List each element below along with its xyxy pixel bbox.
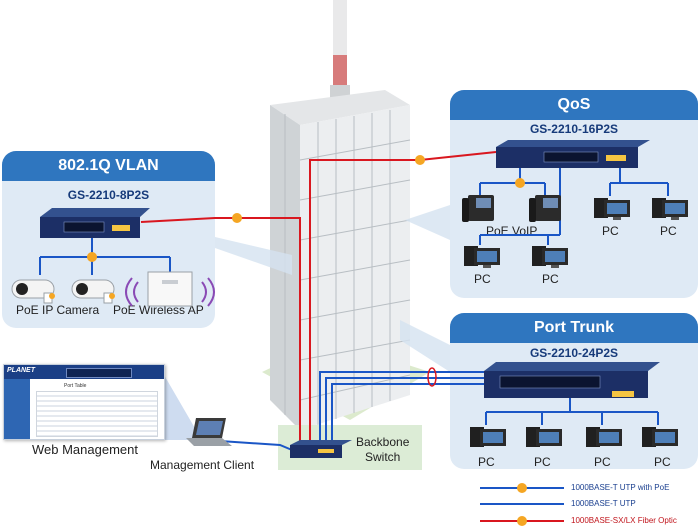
- management-client-label: Management Client: [150, 458, 255, 472]
- wireless-ap-icon: [125, 271, 215, 307]
- vlan-switch-model: GS-2210-8P2S: [67, 188, 150, 202]
- poe-badge: [87, 252, 97, 262]
- trunk-bundle-marker: [427, 367, 437, 387]
- tower-windows: [284, 110, 411, 425]
- trunk-switch-model: GS-2210-24P2S: [529, 346, 619, 360]
- poe-ip-camera-label: PoE IP Camera: [16, 303, 100, 317]
- antenna-tip: [333, 0, 347, 55]
- pc-icon: [526, 427, 562, 447]
- poe-badge: [515, 178, 525, 188]
- fiber-link-qos: [309, 151, 497, 445]
- fiber-link-vlan: [140, 217, 301, 445]
- qos-poe-links: [479, 168, 546, 195]
- web-glow: [160, 368, 196, 440]
- tower-right-face: [300, 105, 410, 430]
- planet-logo: PLANET: [7, 367, 35, 374]
- utp-trunk-link-3: [331, 383, 484, 445]
- backbone-label-line1: Backbone: [356, 435, 410, 449]
- backbone-label-line2: Switch: [365, 450, 401, 464]
- qos-switch: [496, 140, 650, 168]
- trunk-utp-links: [485, 398, 659, 425]
- poe-ip-camera-icon: [11, 279, 55, 304]
- backbone-switch: [290, 440, 352, 458]
- pc-icon: [532, 246, 568, 268]
- legend-label-utp-poe: 1000BASE-T UTP with PoE: [571, 483, 670, 492]
- pc-label: PC: [602, 224, 619, 238]
- legend-label-utp: 1000BASE-T UTP: [571, 499, 636, 508]
- web-switch-panel: [66, 368, 132, 378]
- voip-phone-icon: [529, 195, 561, 222]
- qos-panel-title: QoS: [450, 90, 698, 120]
- pc-icon: [642, 427, 678, 447]
- qos-utp-links-top: [609, 168, 669, 196]
- vlan-switch: [40, 208, 150, 238]
- laptop-icon: [186, 418, 232, 446]
- utp-trunk-link-2: [325, 377, 484, 445]
- trunk-panel-title: Port Trunk: [450, 313, 698, 343]
- utp-link-management: [219, 440, 293, 451]
- trunk-glow: [400, 320, 450, 372]
- pc-label: PC: [478, 455, 495, 469]
- pc-label: PC: [534, 455, 551, 469]
- pc-label: PC: [594, 455, 611, 469]
- vlan-glow: [215, 237, 292, 275]
- fiber-badge: [232, 213, 242, 223]
- fiber-badge: [415, 155, 425, 165]
- legend-line-utp: [480, 503, 564, 505]
- fiber-badge-icon: [517, 516, 527, 526]
- web-side-menu: [4, 379, 30, 439]
- pc-icon: [470, 427, 506, 447]
- pc-label: PC: [654, 455, 671, 469]
- pc-icon: [594, 198, 630, 220]
- antenna-warning: [333, 55, 347, 85]
- web-management-label: Web Management: [32, 442, 138, 457]
- utp-trunk-link-1: [319, 371, 484, 445]
- pc-label: PC: [474, 272, 491, 286]
- qos-switch-model: GS-2210-16P2S: [529, 122, 619, 136]
- voip-phone-icon: [462, 195, 494, 222]
- tower-top: [270, 90, 410, 125]
- pc-label: PC: [660, 224, 677, 238]
- vlan-poe-links: [39, 238, 171, 275]
- pc-icon: [652, 198, 688, 220]
- web-port-table: [36, 391, 158, 437]
- legend-label-fiber: 1000BASE-SX/LX Fiber Optic: [571, 516, 677, 525]
- web-page-title: Port Table: [64, 383, 87, 389]
- pc-icon: [464, 246, 500, 268]
- pc-icon: [586, 427, 622, 447]
- qos-glow: [405, 205, 450, 240]
- poe-badge-icon: [517, 483, 527, 493]
- poe-ip-camera-icon: [71, 279, 115, 304]
- vlan-panel-title: 802.1Q VLAN: [2, 151, 215, 181]
- web-management-screenshot: PLANET Port Table: [3, 364, 165, 440]
- legend: 1000BASE-T UTP with PoE 1000BASE-T UTP 1…: [480, 483, 698, 529]
- trunk-switch: [484, 362, 660, 398]
- pc-label: PC: [542, 272, 559, 286]
